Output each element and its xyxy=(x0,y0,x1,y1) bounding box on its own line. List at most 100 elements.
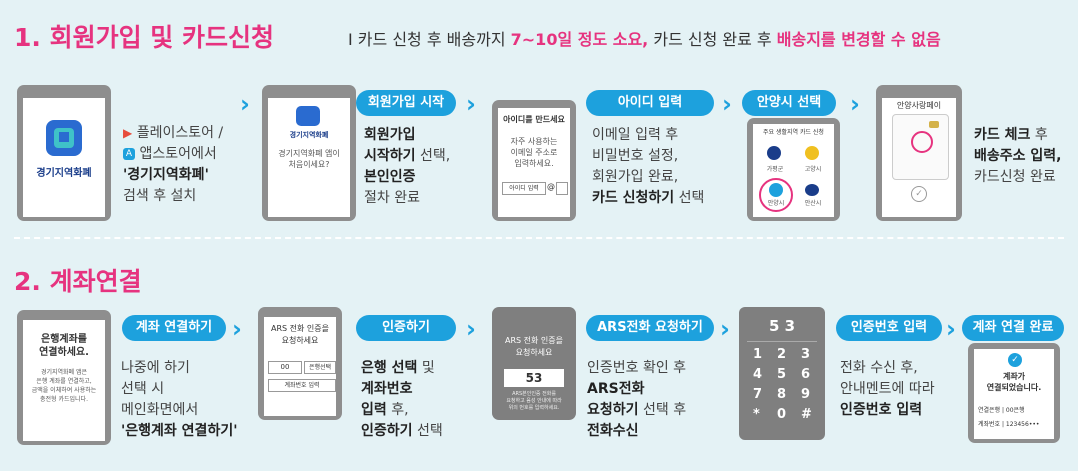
card-line-1: 카드 체크 후 xyxy=(974,127,1048,143)
bank-code-field[interactable]: 00 xyxy=(268,361,302,374)
signup-line-3: 본인인증 xyxy=(364,169,416,185)
chevron-right-icon: › xyxy=(240,90,250,118)
step-anyang-pill: 안양시 선택 xyxy=(742,90,836,116)
ars-title-1: ARS 전화 인증을 xyxy=(271,324,329,333)
done-title-2: 연결되었습니다. xyxy=(986,383,1042,392)
key-0[interactable]: 0 xyxy=(777,407,787,422)
step-ars-pill: ARS전화 요청하기 xyxy=(586,315,714,341)
chevron-right-icon: › xyxy=(466,90,476,118)
chevron-right-icon: › xyxy=(722,90,732,118)
step-code-pill: 인증번호 입력 xyxy=(836,315,942,341)
auth-line-1: 은행 선택 및 xyxy=(361,360,435,376)
done-bank-info: 연결은행 | 00은행 xyxy=(978,407,1025,414)
step-link-pill: 계좌 연결하기 xyxy=(122,315,226,341)
card-image xyxy=(892,114,949,180)
link-desc-3: 금액을 이체하여 사용하는 xyxy=(31,387,97,394)
ars-code-desc-2: 요청하고 음성 안내에 따라 xyxy=(506,398,562,404)
done-account-info: 계좌번호 | 123456••• xyxy=(978,421,1040,428)
key-9[interactable]: 9 xyxy=(801,387,811,402)
id-instructions: 이메일 입력 후 비밀번호 설정, 회원가입 완료, 카드 신청하기 선택 xyxy=(592,125,704,209)
ars-code-title-1: ARS 전화 인증을 xyxy=(505,336,563,345)
phone-link-bank: 은행계좌를 연결하세요. 경기지역화폐 앱은 은행 계좌를 연결하고, 금액을 … xyxy=(17,310,111,445)
region-goyang[interactable]: 고양시 xyxy=(804,166,822,173)
link-title-2: 연결하세요. xyxy=(39,347,89,358)
ars-code-display: 53 xyxy=(504,369,564,387)
link-line-1: 나중에 하기 xyxy=(121,360,190,376)
keypad-display: 5 3 xyxy=(768,317,796,335)
key-2[interactable]: 2 xyxy=(777,347,787,362)
card-instructions: 카드 체크 후 배송주소 입력, 카드신청 완료 xyxy=(974,125,1061,188)
key-hash[interactable]: # xyxy=(801,407,812,422)
key-7[interactable]: 7 xyxy=(753,387,763,402)
keypad-divider xyxy=(747,341,817,342)
key-star[interactable]: * xyxy=(753,407,760,422)
store-line-2: A 앱스토어에서 xyxy=(123,144,223,165)
code-line-2: 안내멘트에 따라 xyxy=(840,381,935,397)
region-logo-ansan-icon xyxy=(805,184,819,196)
key-4[interactable]: 4 xyxy=(753,367,763,382)
auth-line-4: 인증하기 선택 xyxy=(361,423,443,439)
link-instructions: 나중에 하기 선택 시 메인화면에서 '은행계좌 연결하기' xyxy=(121,358,238,442)
section2-title: 2. 계좌연결 xyxy=(14,267,142,296)
ars-instructions: 인증번호 확인 후 ARS전화 요청하기 선택 후 전화수신 xyxy=(587,358,686,442)
phone-screen: 경기지역화폐 xyxy=(23,98,105,217)
link-desc-4: 충전형 카드입니다. xyxy=(40,396,88,403)
store-line-3: '경기지역화폐' xyxy=(123,167,209,183)
account-number-input[interactable]: 계좌번호 입력 xyxy=(268,379,336,392)
chevron-right-icon: › xyxy=(466,315,476,343)
link-desc-1: 경기지역화폐 앱은 xyxy=(40,369,88,376)
bank-select-dropdown[interactable]: 은행선택 xyxy=(304,361,336,374)
subtitle-prefix: I 카드 신청 후 배송까지 xyxy=(348,30,511,49)
phone-screen: ✓ 계좌가 연결되었습니다. 연결은행 | 00은행 계좌번호 | 123456… xyxy=(974,349,1054,439)
link-line-3: 메인화면에서 xyxy=(121,402,199,418)
key-6[interactable]: 6 xyxy=(801,367,811,382)
ars-code-desc-3: 위의 번호를 입력하세요. xyxy=(508,405,560,411)
subtitle-highlight-duration: 7~10일 정도 소요, xyxy=(510,30,649,49)
subtitle-highlight-warning: 배송지를 변경할 수 없음 xyxy=(776,30,941,49)
code-line-3: 인증번호 입력 xyxy=(840,402,923,418)
ars-line-1: 인증번호 확인 후 xyxy=(587,360,687,376)
link-title-1: 은행계좌를 xyxy=(41,334,87,345)
card-line-2: 배송주소 입력, xyxy=(974,148,1062,164)
anyang-logo-icon xyxy=(769,183,783,197)
phone-ars-request: ARS 전화 인증을 요청하세요 00 은행선택 계좌번호 입력 xyxy=(258,307,342,420)
phone-done: ✓ 계좌가 연결되었습니다. 연결은행 | 00은행 계좌번호 | 123456… xyxy=(968,343,1060,443)
card-logo-icon xyxy=(911,131,933,153)
card-check-icon[interactable]: ✓ xyxy=(911,186,927,202)
link-line-4: '은행계좌 연결하기' xyxy=(121,423,238,439)
subtitle-mid: 카드 신청 완료 후 xyxy=(648,30,777,49)
card-line-3: 카드신청 완료 xyxy=(974,169,1056,185)
region-gapyeong[interactable]: 가평군 xyxy=(766,166,784,173)
chevron-right-icon: › xyxy=(850,90,860,118)
link-desc-2: 은행 계좌를 연결하고, xyxy=(36,378,92,385)
ars-line-3: 요청하기 선택 후 xyxy=(587,402,687,418)
done-title-1: 계좌가 xyxy=(1002,372,1026,381)
key-1[interactable]: 1 xyxy=(753,347,763,362)
region-ansan[interactable]: 안산시 xyxy=(804,200,822,207)
step-signup-pill: 회원가입 시작 xyxy=(356,90,456,116)
phone-app-icon: 경기지역화폐 xyxy=(17,85,111,221)
link-line-2: 선택 시 xyxy=(121,381,165,397)
phone-ars-code: ARS 전화 인증을 요청하세요 53 ARS본인인증 전화를 요청하고 음성 … xyxy=(492,307,576,420)
key-3[interactable]: 3 xyxy=(801,347,811,362)
key-8[interactable]: 8 xyxy=(777,387,787,402)
chevron-right-icon: › xyxy=(720,315,730,343)
phone-screen: ARS 전화 인증을 요청하세요 00 은행선택 계좌번호 입력 xyxy=(264,317,336,416)
region-logo-goyang-icon xyxy=(805,146,819,160)
app-logo-icon xyxy=(296,106,320,126)
ars-line-2: ARS전화 xyxy=(587,381,645,397)
signup-line-1: 회원가입 xyxy=(364,127,416,143)
create-id-msg-2: 이메일 주소로 xyxy=(510,148,558,157)
create-id-title: 아이디를 만드세요 xyxy=(503,115,565,124)
phone-welcome: 경기지역화폐 경기지역화폐 앱이 처음이세요? xyxy=(262,85,356,221)
id-line-3: 회원가입 완료, xyxy=(592,169,679,185)
domain-input-field[interactable] xyxy=(556,182,568,195)
ars-line-4: 전화수신 xyxy=(587,423,639,439)
region-anyang-selected[interactable]: 안양시 xyxy=(759,178,793,212)
step-done-pill: 계좌 연결 완료 xyxy=(962,315,1064,341)
chevron-right-icon: › xyxy=(946,315,956,343)
key-5[interactable]: 5 xyxy=(777,367,787,382)
play-store-icon: ▶ xyxy=(123,126,133,140)
id-input-field[interactable]: 아이디 입력 xyxy=(502,182,546,195)
auth-line-2: 계좌번호 xyxy=(361,381,413,397)
